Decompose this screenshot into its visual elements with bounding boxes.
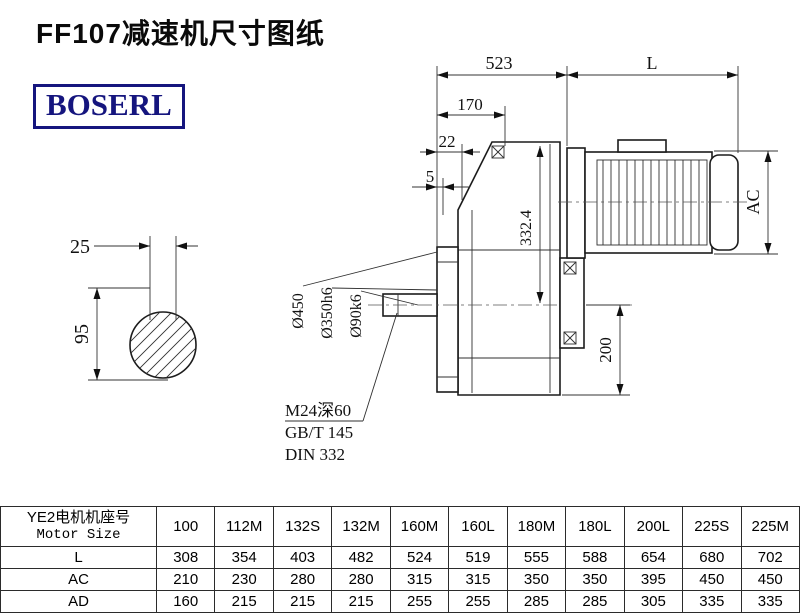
dim-shaft-width: 25 bbox=[70, 236, 90, 258]
technical-drawing: 25 95 bbox=[70, 53, 778, 464]
table-cell: 524 bbox=[389, 546, 450, 569]
table-cell: 555 bbox=[506, 546, 567, 569]
motor-fins bbox=[602, 160, 700, 245]
col-header-100: 100 bbox=[155, 506, 216, 547]
col-header-180m: 180M bbox=[506, 506, 567, 547]
table-cell: 285 bbox=[506, 590, 567, 613]
table-cell: 215 bbox=[214, 590, 274, 613]
col-header-132s: 132S bbox=[272, 506, 333, 547]
dim-shaft-dia: Ø90k6 bbox=[348, 294, 365, 338]
table-cell: 403 bbox=[272, 546, 333, 569]
table-cell: 280 bbox=[331, 568, 391, 591]
table-cell: 160 bbox=[155, 590, 216, 613]
table-cell: 702 bbox=[740, 546, 800, 569]
dim-spigot-dia: Ø350h6 bbox=[319, 287, 336, 339]
col-header-180l: 180L bbox=[565, 506, 625, 547]
table-cell: 280 bbox=[272, 568, 333, 591]
table-cell: 305 bbox=[623, 590, 684, 613]
table-cell: 255 bbox=[448, 590, 508, 613]
table-cell: 395 bbox=[623, 568, 684, 591]
row-label-l: L bbox=[0, 546, 157, 569]
shaft-end-view: 25 95 bbox=[70, 236, 198, 381]
col-header-132m: 132M bbox=[331, 506, 391, 547]
table-row-ac: AC 210 230 280 280 315 315 350 350 395 4… bbox=[0, 568, 800, 591]
table-cell: 308 bbox=[155, 546, 216, 569]
col-header-112m: 112M bbox=[214, 506, 274, 547]
motor-size-table: YE2电机机座号 Motor Size 100 112M 132S 132M 1… bbox=[0, 506, 800, 613]
table-cell: 482 bbox=[331, 546, 391, 569]
table-cell: 680 bbox=[682, 546, 742, 569]
table-cell: 654 bbox=[623, 546, 684, 569]
table-cell: 215 bbox=[272, 590, 333, 613]
table-cell: 315 bbox=[448, 568, 508, 591]
page-title: FF107减速机尺寸图纸 bbox=[36, 18, 325, 49]
table-cell: 285 bbox=[565, 590, 625, 613]
table-cell: 354 bbox=[214, 546, 274, 569]
brand-logo: BOSERL bbox=[33, 84, 185, 129]
col-header-160m: 160M bbox=[389, 506, 450, 547]
col-header-160l: 160L bbox=[448, 506, 508, 547]
header-cn: YE2电机机座号 bbox=[26, 509, 131, 526]
table-cell: 350 bbox=[565, 568, 625, 591]
table-cell: 450 bbox=[740, 568, 800, 591]
bolt-symbols bbox=[491, 145, 577, 345]
dim-motor-diameter: AC bbox=[743, 189, 763, 214]
dim-200: 200 bbox=[596, 337, 615, 363]
table-row-l: L 308 354 403 482 524 519 555 588 654 68… bbox=[0, 546, 800, 569]
table-cell: 335 bbox=[682, 590, 742, 613]
col-header-225s: 225S bbox=[682, 506, 742, 547]
dim-shaft-height: 95 bbox=[71, 324, 93, 344]
table-cell: 350 bbox=[506, 568, 567, 591]
note-gb-standard: GB/T 145 bbox=[285, 423, 353, 442]
dim-22: 22 bbox=[439, 132, 456, 151]
table-cell: 450 bbox=[682, 568, 742, 591]
dim-total-length: 523 bbox=[486, 53, 513, 73]
col-header-200l: 200L bbox=[623, 506, 684, 547]
dim-5: 5 bbox=[426, 167, 435, 186]
table-cell: 210 bbox=[155, 568, 216, 591]
table-cell: 230 bbox=[214, 568, 274, 591]
table-header-row: YE2电机机座号 Motor Size 100 112M 132S 132M 1… bbox=[0, 506, 800, 547]
table-cell: 588 bbox=[565, 546, 625, 569]
dim-332-4: 332.4 bbox=[518, 210, 535, 246]
dimensions: 523 L 170 22 5 332.4 200 A bbox=[285, 53, 778, 464]
dim-flange-od: Ø450 bbox=[290, 293, 307, 329]
table-cell: 519 bbox=[448, 546, 508, 569]
note-din-standard: DIN 332 bbox=[285, 445, 345, 464]
table-cell: 315 bbox=[389, 568, 450, 591]
table-cell: 335 bbox=[740, 590, 800, 613]
note-thread: M24深60 bbox=[285, 401, 351, 420]
header-en: Motor Size bbox=[36, 527, 121, 543]
dim-170: 170 bbox=[457, 95, 483, 114]
table-cell: 255 bbox=[389, 590, 450, 613]
gearbox-main-view bbox=[368, 141, 632, 396]
table-header-motor-size: YE2电机机座号 Motor Size bbox=[0, 506, 157, 547]
row-label-ac: AC bbox=[0, 568, 157, 591]
table-cell: 215 bbox=[331, 590, 391, 613]
dim-motor-length: L bbox=[647, 53, 658, 73]
row-label-ad: AD bbox=[0, 590, 157, 613]
col-header-225m: 225M bbox=[740, 506, 800, 547]
motor-view bbox=[558, 139, 750, 259]
table-row-ad: AD 160 215 215 215 255 255 285 285 305 3… bbox=[0, 590, 800, 613]
